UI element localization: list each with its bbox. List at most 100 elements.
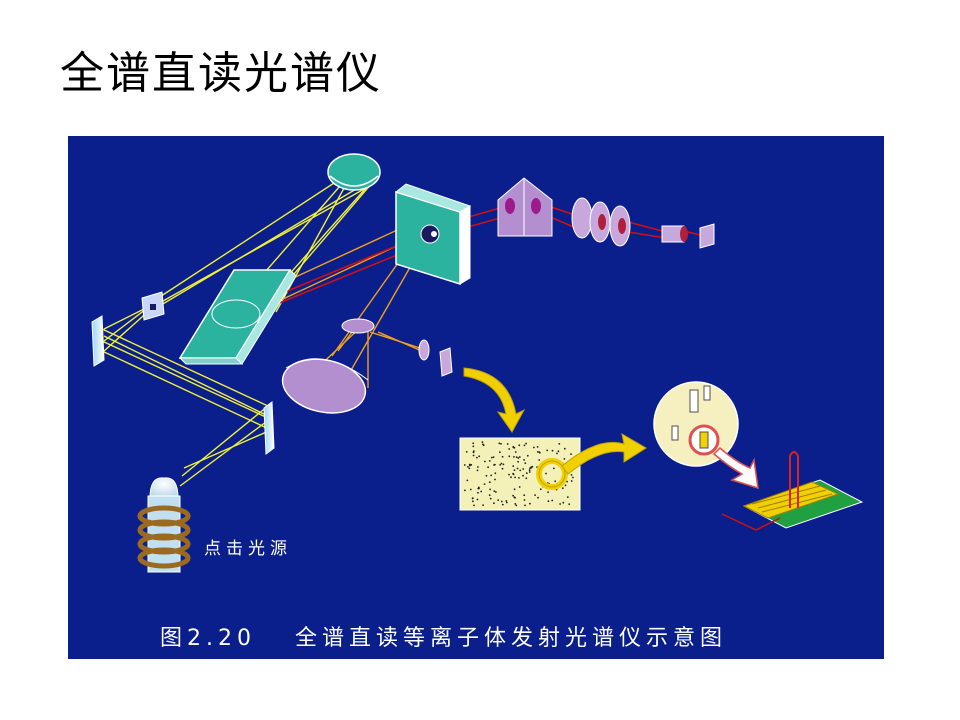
speckle-dot	[551, 499, 554, 502]
speckle-dot	[499, 464, 502, 466]
speckle-dot	[513, 469, 516, 471]
speckle-dot	[547, 491, 549, 493]
figure-caption: 图2.20 全谱直读等离子体发射光谱仪示意图	[160, 626, 727, 651]
speckle-dot	[510, 476, 512, 479]
arrow-to-chip	[712, 446, 759, 490]
speckle-dot	[500, 500, 503, 503]
speckle-dot	[490, 456, 493, 459]
speckle-dot	[485, 474, 488, 477]
speckle-dot	[524, 462, 527, 464]
speckle-dot	[513, 488, 516, 491]
speckle-dot	[468, 467, 471, 470]
speckle-dot	[495, 491, 497, 493]
detector-chip	[721, 451, 864, 531]
speckle-dot	[508, 448, 511, 450]
speckle-dot	[570, 474, 573, 476]
speckle-dot	[483, 483, 486, 485]
speckle-dot	[531, 465, 534, 468]
speckle-dot	[506, 443, 509, 445]
speckle-dot	[501, 467, 504, 470]
speckle-dot	[554, 480, 557, 483]
speckle-dot	[517, 457, 520, 459]
speckle-dot	[546, 449, 549, 452]
speckle-dot	[490, 474, 493, 477]
speckle-dot	[524, 504, 526, 507]
speckle-dot	[477, 466, 479, 468]
speckle-dot	[518, 477, 520, 479]
speckle-dot	[515, 456, 518, 458]
detector-image-panel	[459, 437, 581, 511]
speckle-dot	[502, 463, 505, 466]
schmidt-plate	[394, 183, 472, 286]
speckle-dot	[553, 467, 555, 470]
speckle-dot	[536, 446, 539, 448]
lens-group	[571, 197, 715, 249]
speckle-dot	[558, 443, 561, 445]
small-lens	[341, 318, 453, 377]
speckle-dot	[561, 487, 564, 490]
speckle-dot	[523, 499, 526, 501]
speckle-dot	[517, 460, 519, 463]
speckle-dot	[501, 503, 504, 506]
speckle-dot	[472, 442, 475, 445]
speckle-dot	[519, 469, 522, 472]
speckle-dot	[472, 500, 474, 503]
speckle-dot	[494, 463, 496, 466]
speckle-dot	[559, 503, 561, 505]
speckle-dot	[538, 451, 541, 454]
speckle-dot	[522, 474, 524, 477]
speckle-dot	[478, 455, 481, 458]
speckle-dot	[487, 466, 489, 469]
speckle-dot	[472, 450, 475, 452]
speckle-dot	[525, 477, 528, 480]
speckle-dot	[488, 481, 491, 484]
echelle-grating	[178, 269, 297, 365]
speckle-dot	[489, 488, 491, 491]
speckle-dot	[557, 450, 560, 453]
magnifier-view	[653, 381, 739, 467]
speckle-dot	[494, 472, 497, 475]
speckle-dot	[514, 451, 517, 453]
speckle-dot	[523, 444, 526, 447]
speckle-dot	[493, 490, 496, 492]
optical-layout	[91, 153, 864, 573]
speckle-dot	[572, 476, 574, 479]
speckle-dot	[547, 500, 550, 503]
arrow-to-magnifier	[561, 433, 647, 475]
speckle-dot	[473, 504, 475, 507]
speckle-dot	[480, 490, 483, 493]
source-label: 点击光源	[204, 539, 292, 559]
speckle-dot	[482, 443, 484, 446]
slide-title: 全谱直读光谱仪	[60, 48, 382, 99]
speckle-dot	[570, 480, 573, 482]
spectrometer-diagram: 点击光源 图2.20 全谱直读等离子体发射光谱仪示意图	[68, 136, 884, 659]
speckle-dot	[500, 442, 502, 445]
speckle-dot	[463, 464, 466, 466]
speckle-dot	[516, 467, 519, 470]
speckle-dot	[566, 496, 569, 498]
speckle-dot	[464, 489, 466, 492]
speckle-dot	[498, 442, 501, 445]
speckle-dot	[512, 465, 515, 467]
speckle-dot	[525, 472, 528, 475]
speckle-dot	[468, 463, 471, 466]
speckle-dot	[564, 484, 567, 487]
speckle-dot	[518, 444, 521, 447]
speckle-dot	[562, 501, 565, 504]
speckle-dot	[484, 460, 486, 463]
speckle-dot	[476, 469, 479, 472]
speckle-dot	[514, 476, 516, 479]
speckle-dot	[518, 486, 521, 488]
speckle-dot	[492, 456, 495, 458]
left-flat-mirror	[91, 315, 105, 367]
speckle-dot	[493, 502, 495, 505]
speckle-dot	[470, 463, 473, 466]
speckle-dot	[466, 479, 469, 482]
speckle-dot	[472, 454, 475, 457]
speckle-dot	[568, 503, 571, 505]
speckle-dot	[477, 486, 480, 489]
speckle-dot	[465, 451, 468, 453]
speckle-dot	[467, 466, 469, 468]
dispersion-prism	[497, 177, 553, 237]
speckle-dot	[481, 441, 484, 443]
